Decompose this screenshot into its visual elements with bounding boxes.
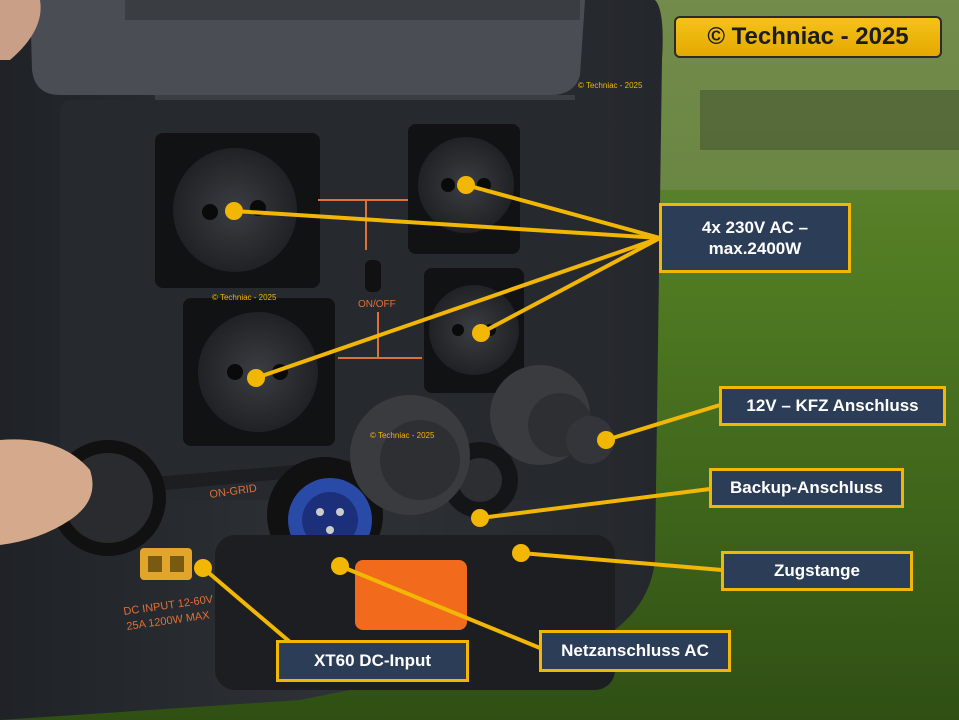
callout-grid-ac: Netzanschluss AC xyxy=(539,630,731,672)
copyright-badge: © Techniac - 2025 xyxy=(674,16,942,58)
device-lid xyxy=(30,0,585,95)
on-off-switch xyxy=(365,260,381,292)
hand-left-thumb xyxy=(0,439,93,545)
hand-left-top xyxy=(0,0,41,60)
leader-lines xyxy=(201,183,724,650)
watermark-3: © Techniac - 2025 xyxy=(370,431,435,440)
callout-handle: Zugstange xyxy=(721,551,913,591)
watermark-2: © Techniac - 2025 xyxy=(212,293,277,302)
callout-backup: Backup-Anschluss xyxy=(709,468,904,508)
on-off-label: ON/OFF xyxy=(358,299,396,310)
callout-xt60: XT60 DC-Input xyxy=(276,640,469,682)
leader-dots xyxy=(194,176,615,577)
watermark-1: © Techniac - 2025 xyxy=(578,81,643,90)
callout-ac-outlets: 4x 230V AC – max.2400W xyxy=(659,203,851,273)
callout-kfz: 12V – KFZ Anschluss xyxy=(719,386,946,426)
xt60-port xyxy=(140,548,192,580)
rubber-caps xyxy=(350,365,614,515)
